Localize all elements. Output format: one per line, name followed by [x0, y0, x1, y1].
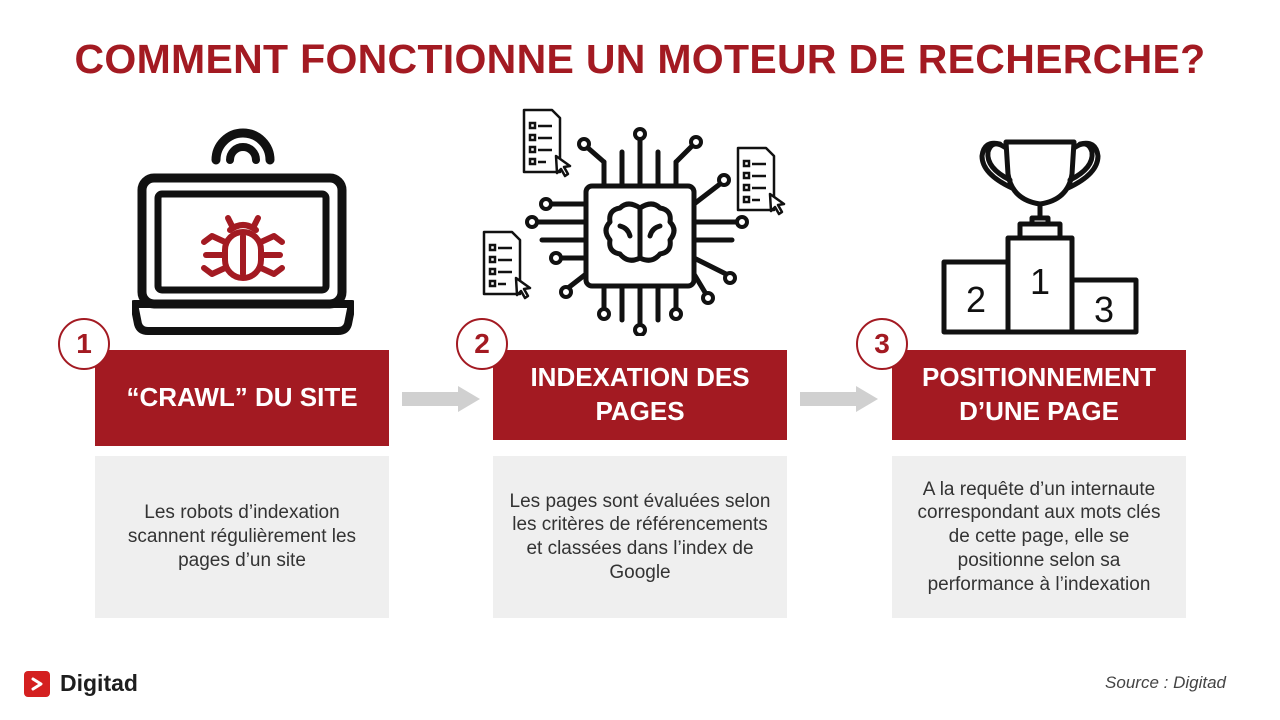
- arrow-right-icon: [402, 386, 480, 412]
- arrow-right-icon: [800, 386, 878, 412]
- logo-arrow-icon: [24, 670, 50, 697]
- step-1-number: 1: [58, 318, 110, 370]
- page-title: COMMENT FONCTIONNE UN MOTEUR DE RECHERCH…: [74, 36, 1206, 82]
- step-2-number: 2: [456, 318, 508, 370]
- trophy-podium-icon: 2 1 3: [941, 139, 1139, 335]
- brand-name: Digitad: [60, 670, 138, 696]
- podium-label-3: 3: [1094, 289, 1114, 330]
- step-3-number: 3: [856, 318, 908, 370]
- step-1-header: “CRAWL” DU SITE: [95, 350, 389, 446]
- ai-chip-brain-icon: [482, 108, 786, 336]
- step-3-description: A la requête d’un internaute corresponda…: [892, 456, 1186, 618]
- source-credit: Source : Digitad: [1105, 673, 1226, 692]
- step-2-description: Les pages sont évaluées selon les critèr…: [493, 456, 787, 618]
- brand-logo: Digitad: [24, 670, 138, 697]
- podium-label-2: 2: [966, 279, 986, 320]
- step-3-header: POSITIONNEMENT D’UNE PAGE: [892, 350, 1186, 440]
- laptop-bug-icon: [132, 128, 354, 335]
- step-2-header: INDEXATION DES PAGES: [493, 350, 787, 440]
- step-1-description: Les robots d’indexation scannent réguliè…: [95, 456, 389, 618]
- podium-label-1: 1: [1030, 261, 1050, 302]
